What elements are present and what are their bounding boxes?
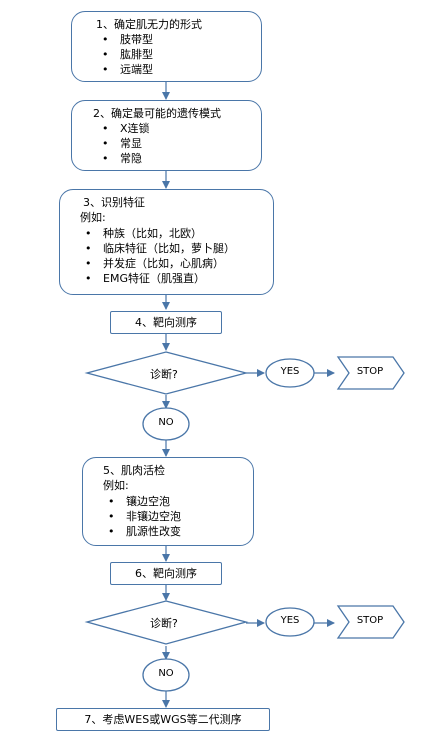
step7-box: 7、考虑WES或WGS等二代测序 [56, 708, 270, 731]
step2-item: X连锁 [102, 121, 149, 136]
decision-diamond-1 [84, 351, 249, 395]
step5-list: 镶边空泡 非镶边空泡 肌源性改变 [108, 494, 181, 539]
step3-item: 临床特征（比如，萝卜腿） [85, 241, 235, 256]
step5-subtitle: 例如: [103, 479, 129, 492]
step5-item: 镶边空泡 [108, 494, 181, 509]
step3-item: 种族（比如，北欧） [85, 226, 235, 241]
stop2-label: STOP [356, 615, 384, 626]
decision1-label: 诊断? [150, 368, 178, 381]
no1-label: NO [158, 417, 174, 428]
no2-label: NO [158, 668, 174, 679]
stop1-label: STOP [356, 366, 384, 377]
step4-box: 4、靶向测序 [110, 311, 222, 334]
yes-circle-1 [265, 358, 315, 388]
step5-item: 肌源性改变 [108, 524, 181, 539]
step3-list: 种族（比如，北欧） 临床特征（比如，萝卜腿） 并发症（比如，心肌病） EMG特征… [85, 226, 235, 286]
step3-title: 3、识别特征 [83, 196, 145, 209]
decision-diamond-2 [84, 600, 249, 645]
step7-title: 7、考虑WES或WGS等二代测序 [84, 713, 242, 726]
step1-list: 肢带型 肱腓型 远端型 [102, 32, 153, 77]
no-circle-1 [142, 407, 190, 441]
step5-item: 非镶边空泡 [108, 509, 181, 524]
step4-title: 4、靶向测序 [135, 316, 197, 329]
step3-item: 并发症（比如，心肌病） [85, 256, 235, 271]
step6-box: 6、靶向测序 [110, 562, 222, 585]
step1-title: 1、确定肌无力的形式 [96, 18, 202, 31]
step2-title: 2、确定最可能的遗传模式 [93, 107, 221, 120]
step1-box: 1、确定肌无力的形式 肢带型 肱腓型 远端型 [71, 11, 262, 82]
step3-item: EMG特征（肌强直） [85, 271, 235, 286]
stop-shape-1 [336, 356, 405, 390]
yes1-label: YES [280, 366, 300, 377]
step1-item: 肱腓型 [102, 47, 153, 62]
yes-circle-2 [265, 607, 315, 637]
step2-box: 2、确定最可能的遗传模式 X连锁 常显 常隐 [71, 100, 262, 171]
step2-item: 常隐 [102, 151, 150, 166]
step2-list: X连锁 常显 常隐 [102, 121, 150, 166]
step1-item: 远端型 [102, 62, 153, 77]
decision2-label: 诊断? [150, 617, 178, 630]
step3-box: 3、识别特征 例如: 种族（比如，北欧） 临床特征（比如，萝卜腿） 并发症（比如… [59, 189, 274, 295]
yes2-label: YES [280, 615, 300, 626]
stop-shape-2 [336, 605, 405, 639]
no-circle-2 [142, 658, 190, 692]
step2-item: 常显 [102, 136, 150, 151]
step5-title: 5、肌肉活检 [103, 464, 165, 477]
step1-item: 肢带型 [102, 32, 153, 47]
step6-title: 6、靶向测序 [135, 567, 197, 580]
step5-box: 5、肌肉活检 例如: 镶边空泡 非镶边空泡 肌源性改变 [82, 457, 254, 546]
step3-subtitle: 例如: [80, 211, 106, 224]
